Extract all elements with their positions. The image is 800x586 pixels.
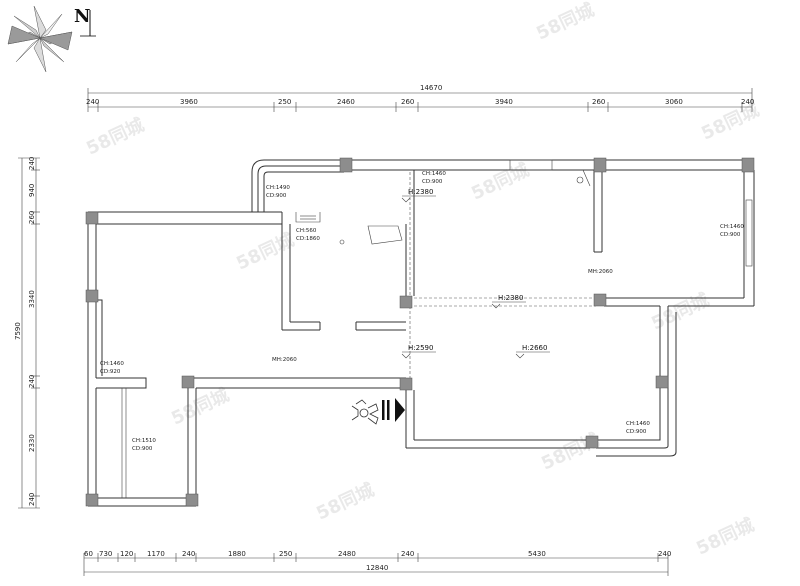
dimension-segment: 3340 — [28, 290, 36, 308]
watermark: 58同城 — [168, 384, 233, 430]
dimension-segment: 240 — [86, 98, 99, 106]
height-label: H:2380 — [498, 294, 523, 302]
height-markers: H:2380 H:2380 H:2590 H:2660 — [401, 188, 550, 359]
north-label: N — [74, 6, 90, 27]
dimension-segment: 240 — [401, 550, 414, 558]
watermark: 58同城 — [313, 479, 378, 525]
door-height-labels: MH:2060 MH:2060 — [272, 269, 613, 363]
dimension-segment: 260 — [401, 98, 414, 106]
window-cd: CD:1860 — [296, 236, 320, 242]
dimension-segment: 120 — [120, 550, 133, 558]
dimension-segment: 260 — [28, 211, 36, 224]
window-cd: CD:900 — [132, 446, 153, 452]
window-ch: CH:1490 — [266, 185, 290, 191]
window-cd: CD:920 — [100, 369, 121, 375]
column — [593, 293, 607, 307]
column — [85, 493, 99, 507]
column — [181, 375, 195, 389]
dimension-segment: 2480 — [338, 550, 356, 558]
dimension-segment: 60 — [84, 550, 93, 558]
dimension-segment: 2330 — [28, 434, 36, 452]
column — [585, 435, 599, 449]
column — [399, 377, 413, 391]
window-ch: CH:560 — [296, 228, 317, 234]
column — [185, 493, 199, 507]
dimension-segment: 240 — [658, 550, 671, 558]
dimension-segment: 240 — [28, 157, 36, 170]
top-dimension-chain: 14670 240 3960 250 2460 260 3940 260 306… — [86, 84, 754, 112]
window-labels: CH:1490 CD:900 CH:1460 CD:900 CH:560 CD:… — [100, 171, 744, 452]
window-cd: CD:900 — [422, 179, 443, 185]
dimension-total: 14670 — [420, 84, 442, 92]
door-height: MH:2060 — [588, 269, 613, 275]
dimension-segment: 250 — [279, 550, 292, 558]
dimension-segment: 240 — [741, 98, 754, 106]
dimension-segment: 1170 — [147, 550, 165, 558]
dimension-segment: 2460 — [337, 98, 355, 106]
watermark: 58同城 — [693, 514, 758, 560]
watermark: 58同城 — [468, 159, 533, 205]
door-height: MH:2060 — [272, 357, 297, 363]
dimension-segment: 260 — [592, 98, 605, 106]
column — [85, 211, 99, 225]
dimension-total: 7590 — [14, 322, 22, 340]
walls — [87, 159, 755, 507]
column — [741, 157, 755, 173]
left-dimension-chain: 7590 240 940 260 3340 240 2330 240 — [14, 157, 40, 509]
column — [339, 157, 353, 173]
watermark: 58同城 — [83, 114, 148, 160]
dimension-segment: 3960 — [180, 98, 198, 106]
dimension-segment: 250 — [278, 98, 291, 106]
dimension-segment: 1880 — [228, 550, 246, 558]
dimension-segment: 240 — [28, 493, 36, 506]
dimension-segment: 3940 — [495, 98, 513, 106]
height-label: H:2380 — [408, 188, 433, 196]
column — [85, 289, 99, 303]
window-ch: CH:1510 — [132, 438, 156, 444]
window-ch: CH:1460 — [422, 171, 446, 177]
dimension-segment: 940 — [28, 184, 36, 197]
window-ch: CH:1460 — [720, 224, 744, 230]
column — [655, 375, 669, 389]
entrance-marker — [351, 398, 405, 425]
watermark: 58同城 — [533, 0, 598, 45]
window-ch: CH:1460 — [100, 361, 124, 367]
window-cd: CD:900 — [720, 232, 741, 238]
watermark: 58同城 — [233, 229, 298, 275]
dimension-segment: 5430 — [528, 550, 546, 558]
columns — [85, 157, 755, 507]
watermark: 58同城 — [648, 289, 713, 335]
dimension-segment: 730 — [99, 550, 112, 558]
height-label: H:2590 — [408, 344, 433, 352]
compass-rose: N — [7, 5, 96, 73]
bottom-dimension-chain: 60 730 120 1170 240 1880 250 2480 240 54… — [83, 550, 671, 576]
window-cd: CD:900 — [626, 429, 647, 435]
dimension-segment: 240 — [28, 375, 36, 388]
column — [399, 295, 413, 309]
watermark: 58同城 — [538, 429, 603, 475]
column — [593, 157, 607, 173]
dimension-segment: 3060 — [665, 98, 683, 106]
window-cd: CD:900 — [266, 193, 287, 199]
dimension-total: 12840 — [366, 564, 388, 572]
height-label: H:2660 — [522, 344, 547, 352]
person-icon — [351, 399, 379, 425]
dimension-segment: 240 — [182, 550, 195, 558]
window-ch: CH:1460 — [626, 421, 650, 427]
